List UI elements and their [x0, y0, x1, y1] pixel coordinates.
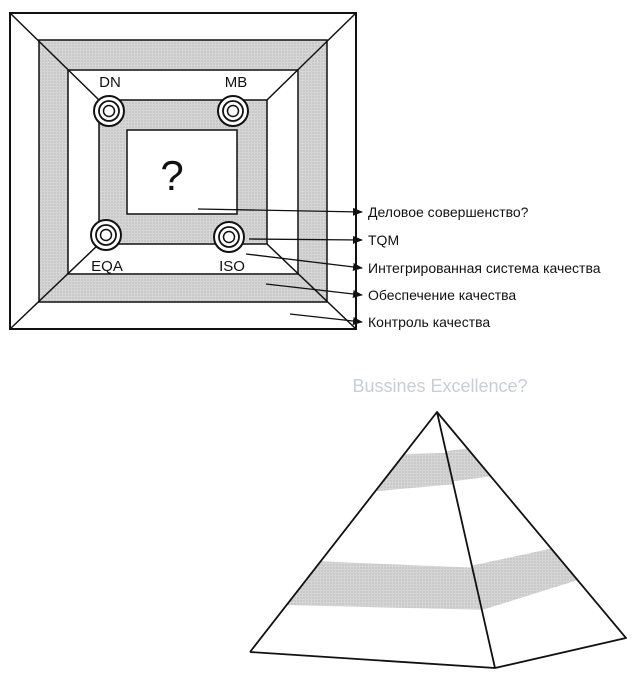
label-integrated-quality-system: Интегрированная система качества	[368, 260, 601, 276]
concentric-square: DN MB EQA ISO ?	[9, 12, 357, 330]
pyramid-outline	[249, 411, 627, 669]
legend-arrows: Деловое совершенство? TQM Интегрированна…	[197, 204, 601, 330]
corner-label-eqa: EQA	[91, 258, 123, 275]
label-tqm: TQM	[368, 232, 399, 248]
pyramid	[249, 411, 627, 669]
corner-label-mb: MB	[225, 74, 248, 91]
diagonal-bl	[9, 243, 100, 330]
pyramid-front-edge	[436, 411, 496, 669]
arrow-excellence	[197, 207, 363, 216]
label-quality-control: Контроль качества	[368, 314, 490, 330]
arrow-integrated	[245, 253, 363, 271]
diagonal-tl	[9, 12, 100, 101]
arrow-tqm	[248, 235, 363, 244]
ring-icon-bl	[90, 219, 122, 251]
label-quality-assurance: Обеспечение качества	[368, 287, 516, 303]
pyramid-title: Bussines Excellence?	[352, 376, 527, 396]
corner-label-dn: DN	[99, 74, 121, 91]
corner-label-iso: ISO	[219, 258, 245, 275]
label-business-excellence: Деловое совершенство?	[368, 204, 529, 220]
diagonal-tr	[266, 12, 357, 101]
ring-icon-tl	[93, 95, 125, 127]
center-question-mark: ?	[160, 152, 183, 199]
arrow-assurance	[265, 283, 363, 298]
center-square	[126, 129, 238, 215]
ring-icon-br	[213, 221, 245, 253]
arrow-control	[289, 313, 363, 325]
ring-icon-tr	[217, 95, 249, 127]
